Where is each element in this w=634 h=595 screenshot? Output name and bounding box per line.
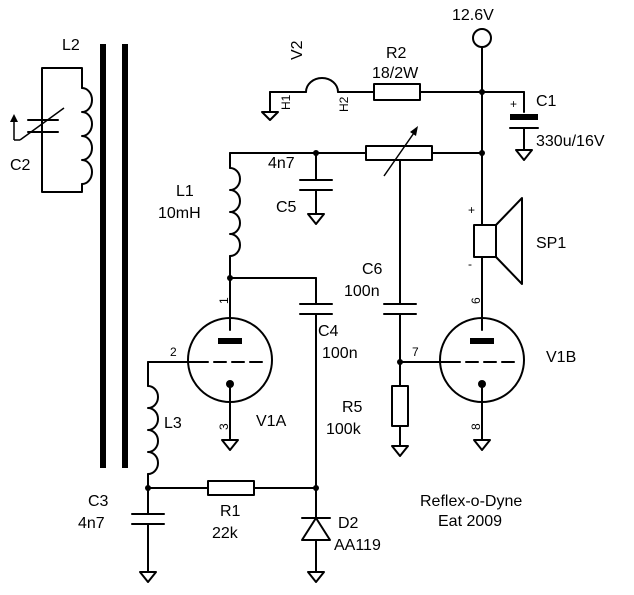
r1-resistor — [207, 480, 255, 496]
l1-label: L1 — [176, 183, 194, 200]
supply-label: 12.6V — [452, 7, 494, 24]
c4-label: C4 — [318, 323, 339, 340]
v1a-label: V1A — [256, 413, 287, 430]
c1-label: C1 — [536, 93, 557, 110]
c5-label: C5 — [276, 199, 297, 216]
c6-label: C6 — [362, 261, 383, 278]
c5-capacitor — [299, 152, 333, 225]
c1-capacitor — [481, 91, 539, 161]
d2-diode — [301, 487, 331, 583]
c3-capacitor — [131, 513, 165, 583]
c4-value: 100n — [322, 345, 358, 362]
pin-7: 7 — [412, 345, 419, 359]
speaker-minus: - — [468, 257, 472, 271]
v2-heater — [261, 77, 483, 121]
d2-label: D2 — [338, 515, 359, 532]
l3-inductor — [147, 361, 159, 515]
sp1-label: SP1 — [536, 235, 566, 252]
r5-value: 100k — [326, 421, 362, 438]
v1b-label: V1B — [546, 349, 576, 366]
speaker-plus: + — [468, 203, 475, 217]
pin-1: 1 — [217, 297, 231, 304]
c2-label: C2 — [10, 157, 31, 174]
pin-2: 2 — [170, 345, 177, 359]
c3-value: 4n7 — [78, 515, 105, 532]
v2-label: V2 — [289, 40, 306, 60]
supply-terminal — [472, 28, 492, 48]
l2-label: L2 — [62, 37, 80, 54]
r2-value: 18/2W — [372, 65, 419, 82]
c1-plus: + — [510, 97, 517, 111]
title-line-1: Reflex-o-Dyne — [420, 493, 522, 510]
title-line-2: Eat 2009 — [438, 513, 502, 530]
h1-label: H1 — [279, 94, 293, 110]
h2-label: H2 — [337, 96, 351, 112]
c4-capacitor — [299, 277, 333, 489]
c5-value: 4n7 — [268, 155, 295, 172]
tube-v1b — [439, 317, 525, 451]
r1-label: R1 — [220, 503, 241, 520]
r2-resistor — [373, 83, 421, 101]
pin-8: 8 — [469, 423, 483, 430]
l2-tank-circuit — [10, 67, 93, 193]
r5-label: R5 — [342, 399, 363, 416]
ferrite-rod-left — [100, 44, 106, 468]
l3-label: L3 — [164, 415, 182, 432]
r1-value: 22k — [212, 525, 239, 542]
ferrite-rod-right — [122, 44, 128, 468]
tube-v1a — [187, 317, 273, 451]
volume-potentiometer — [365, 145, 433, 161]
l1-value: 10mH — [158, 205, 201, 222]
pin-3: 3 — [217, 423, 231, 430]
c3-label: C3 — [88, 493, 109, 510]
c1-value: 330u/16V — [536, 133, 605, 150]
r2-label: R2 — [386, 45, 407, 62]
r5-resistor — [391, 361, 409, 457]
c6-value: 100n — [344, 283, 380, 300]
pin-6: 6 — [469, 297, 483, 304]
d2-value: AA119 — [334, 537, 381, 554]
l1-inductor — [229, 152, 241, 331]
